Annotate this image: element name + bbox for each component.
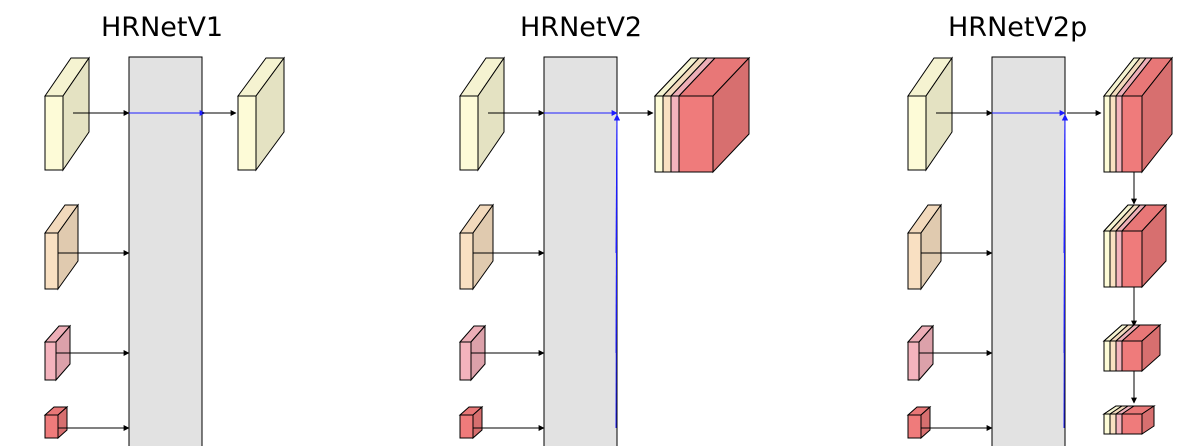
output-concat — [653, 56, 751, 174]
input-stream-1 — [907, 56, 953, 172]
panel-title-hrnetv2: HRNetV2 — [520, 12, 643, 43]
pyramid-level-1 — [1102, 56, 1174, 174]
pyramid-level-4 — [1102, 405, 1156, 435]
input-stream-4 — [906, 405, 932, 440]
panel-v2 — [458, 56, 751, 446]
fusion-block — [991, 56, 1066, 446]
fusion-block — [128, 56, 203, 446]
input-stream-2 — [44, 203, 79, 291]
input-stream-1 — [44, 56, 90, 172]
input-stream-2 — [907, 203, 942, 291]
connection-4 — [1061, 114, 1068, 429]
panel-v1 — [43, 56, 285, 446]
fusion-block — [543, 56, 618, 446]
input-stream-4 — [43, 405, 69, 440]
input-stream-2 — [459, 203, 494, 291]
pyramid-level-2 — [1102, 203, 1168, 289]
panel-v2p — [906, 56, 1174, 446]
input-stream-3 — [458, 324, 487, 382]
panel-title-hrnetv2p: HRNetV2p — [948, 12, 1088, 43]
panel-title-hrnetv1: HRNetV1 — [101, 12, 224, 43]
output-feature — [237, 56, 285, 172]
pyramid-level-3 — [1102, 323, 1162, 373]
connection-4 — [613, 114, 620, 429]
input-stream-1 — [459, 56, 505, 172]
input-stream-4 — [458, 405, 484, 440]
